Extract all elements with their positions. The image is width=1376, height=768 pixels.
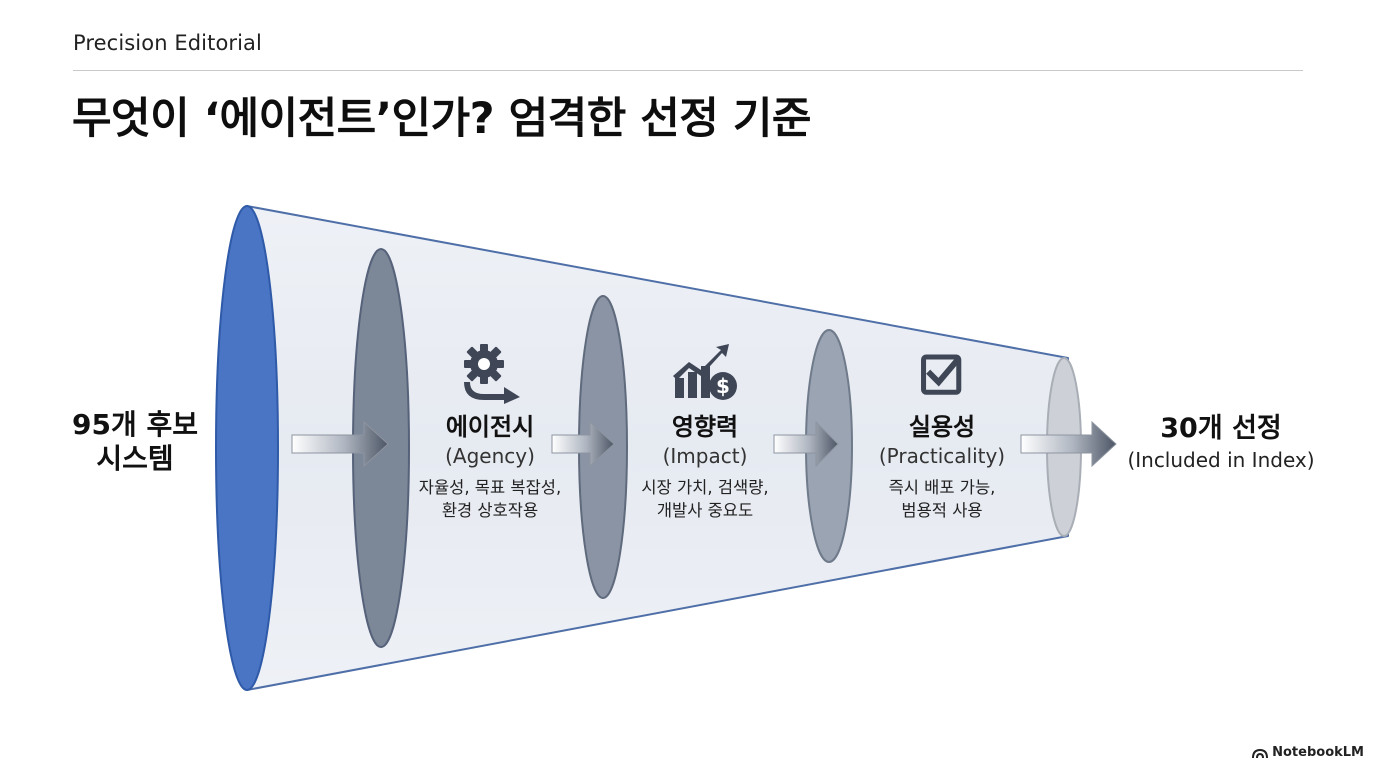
stage-description-line2: 환경 상호작용 — [441, 501, 539, 520]
chart-dollar-icon: $ — [673, 344, 737, 400]
stage-description-line2: 범용적 사용 — [901, 501, 983, 520]
input-unit: 시스템 — [96, 442, 174, 475]
footer-logo-text: NotebookLM — [1272, 745, 1364, 760]
stage-name: 영향력 — [671, 413, 739, 441]
input-label: 95개 후보 시스템 — [40, 408, 230, 476]
output-note: (Included in Index) — [1127, 448, 1315, 472]
input-count: 95개 후보 — [72, 408, 198, 441]
svg-text:$: $ — [716, 374, 730, 398]
brand-label: Precision Editorial — [73, 31, 262, 55]
stage-english: (Agency) — [445, 444, 535, 468]
stage-practicality: 실용성 (Practicality) 즉시 배포 가능, 범용적 사용 — [842, 352, 1042, 522]
checkbox-icon — [921, 354, 962, 395]
stage-description-line1: 자율성, 목표 복잡성, — [418, 478, 562, 497]
stage-english: (Impact) — [662, 444, 748, 468]
stage-name: 실용성 — [908, 413, 976, 441]
header-divider — [73, 70, 1303, 71]
flow-arrow-4 — [1020, 420, 1117, 468]
output-label: 30개 선정 (Included in Index) — [1116, 412, 1326, 474]
page-title: 무엇이 ‘에이전트’인가? 엄격한 선정 기준 — [72, 94, 811, 144]
stage-description-line1: 시장 가치, 검색량, — [641, 478, 769, 497]
stage-name: 에이전시 — [445, 413, 535, 441]
output-count: 30개 선정 — [1160, 413, 1282, 444]
funnel-entry-ring — [215, 205, 279, 691]
stage-agency: 에이전시 (Agency) 자율성, 목표 복잡성, 환경 상호작용 — [390, 342, 590, 522]
stage-impact: $ 영향력 (Impact) 시장 가치, 검색량, 개발사 중요도 — [605, 342, 805, 522]
flow-arrow-1 — [291, 420, 389, 468]
stage-english: (Practicality) — [878, 444, 1006, 468]
stage-description-line2: 개발사 중요도 — [656, 501, 754, 520]
notebooklm-logo: NotebookLM — [1252, 745, 1364, 760]
gear-arrow-icon — [464, 344, 520, 404]
flow-arrow-3 — [773, 420, 839, 468]
notebooklm-icon — [1252, 748, 1269, 758]
stage-description-line1: 즉시 배포 가능, — [888, 478, 996, 497]
flow-arrow-2 — [551, 420, 615, 468]
